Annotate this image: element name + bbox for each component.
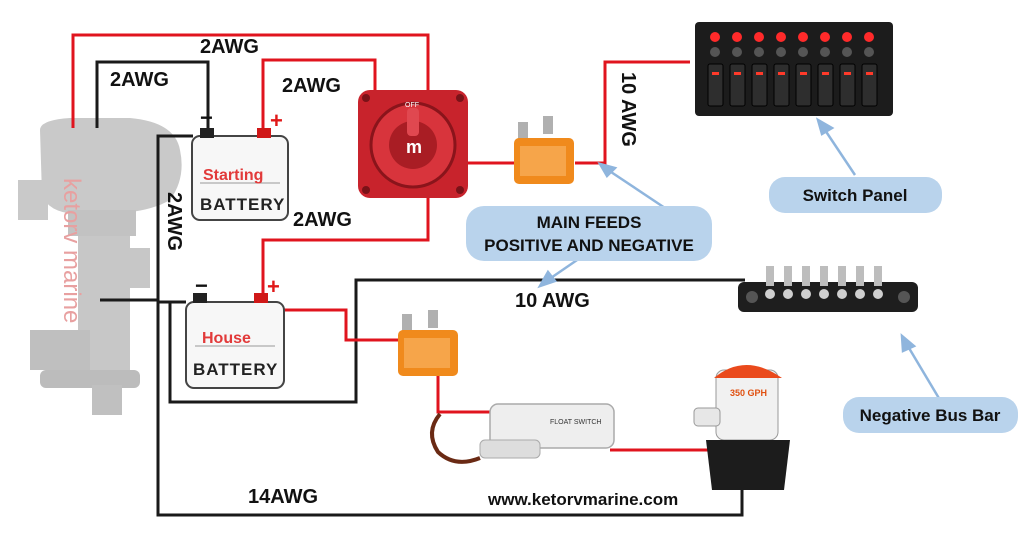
- website-url: www.ketorvmarine.com: [487, 490, 678, 509]
- panel-breaker-icon: [732, 47, 742, 57]
- panel-breaker-icon: [798, 47, 808, 57]
- panel-rocker-switch: [773, 63, 790, 107]
- house-battery: − + House BATTERY: [185, 273, 285, 389]
- bus-stud-icon: [784, 266, 792, 286]
- panel-led-icon: [864, 32, 874, 42]
- float-switch-icon: FLOAT SWITCH: [430, 403, 615, 464]
- house-neg-symbol: −: [195, 273, 208, 298]
- panel-rocker-indicator: [756, 72, 763, 75]
- panel-rocker-switch: [861, 63, 878, 107]
- panel-led-icon: [732, 32, 742, 42]
- fuse-main-icon: [514, 116, 574, 184]
- callout-switch-panel: Switch Panel: [769, 177, 942, 213]
- switch-center-letter: m: [406, 137, 422, 157]
- bus-screw-icon: [765, 289, 775, 299]
- bus-screw-icon: [819, 289, 829, 299]
- panel-breaker-icon: [754, 47, 764, 57]
- callout-negative-bus: Negative Bus Bar: [843, 397, 1018, 433]
- neg-wire-bottom-run: [156, 302, 744, 517]
- house-pos-symbol: +: [267, 274, 280, 299]
- pos-wire-fuse-to-pump: [436, 370, 490, 414]
- starting-battery-name: Starting: [203, 167, 263, 184]
- negative-bus-bar-icon: [738, 266, 918, 312]
- panel-led-icon: [798, 32, 808, 42]
- neg-wire-house-loop: [168, 278, 745, 404]
- pos-wire-fuse-to-panel: [575, 60, 690, 165]
- panel-led-icon: [776, 32, 786, 42]
- bus-stud-icon: [838, 266, 846, 286]
- bus-stud-icon: [874, 266, 882, 286]
- panel-rocker-indicator: [778, 72, 785, 75]
- label-wire-left-top: 2AWG: [110, 69, 169, 91]
- bus-stud-icon: [856, 266, 864, 286]
- panel-rocker-indicator: [734, 72, 741, 75]
- panel-rocker-switch: [729, 63, 746, 107]
- bus-stud-icon: [766, 266, 774, 286]
- panel-rocker-indicator: [822, 72, 829, 75]
- label-wire-vertical: 2AWG: [163, 192, 185, 251]
- panel-rocker-switch: [751, 63, 768, 107]
- label-wire-switch-panel: 10 AWG: [617, 72, 639, 147]
- callout-switch-panel-text: Switch Panel: [803, 186, 908, 205]
- negative-wires: [95, 60, 745, 517]
- panel-breaker-icon: [864, 47, 874, 57]
- panel-breaker-icon: [842, 47, 852, 57]
- callout-main-feeds-line1: MAIN FEEDS: [537, 213, 642, 232]
- label-wire-top: 2AWG: [200, 36, 259, 58]
- watermark-text: ketorv marine: [58, 178, 85, 323]
- bus-screw-icon: [801, 289, 811, 299]
- starting-battery: − + Starting BATTERY: [191, 105, 289, 221]
- starting-neg-symbol: −: [200, 105, 213, 130]
- panel-led-icon: [710, 32, 720, 42]
- panel-led-icon: [820, 32, 830, 42]
- callout-negative-bus-text: Negative Bus Bar: [860, 406, 1001, 425]
- label-wire-negative-bus: 10 AWG: [515, 290, 590, 312]
- panel-rocker-indicator: [844, 72, 851, 75]
- pos-wire-house-to-fuse: [262, 308, 405, 342]
- panel-breaker-icon: [820, 47, 830, 57]
- label-wire-switch-to-house: 2AWG: [293, 209, 352, 231]
- bus-screw-icon: [855, 289, 865, 299]
- bus-stud-icon: [802, 266, 810, 286]
- callout-arrows: [537, 117, 942, 401]
- panel-breaker-icon: [776, 47, 786, 57]
- bilge-pump-icon: 350 GPH: [693, 365, 790, 490]
- bus-screw-icon: [873, 289, 883, 299]
- fuse-house-icon: [398, 310, 458, 376]
- panel-breaker-icon: [710, 47, 720, 57]
- starting-battery-word: BATTERY: [200, 195, 285, 214]
- starting-pos-symbol: +: [270, 108, 283, 133]
- panel-led-icon: [842, 32, 852, 42]
- panel-led-icon: [754, 32, 764, 42]
- panel-rocker-switch: [707, 63, 724, 107]
- panel-rocker-indicator: [712, 72, 719, 75]
- label-wire-bottom: 14AWG: [248, 486, 318, 508]
- pump-gph-label: 350 GPH: [730, 388, 767, 398]
- switch-off-label: OFF: [405, 102, 419, 109]
- panel-rocker-indicator: [866, 72, 873, 75]
- bus-screw-icon: [837, 289, 847, 299]
- pos-wire-starting-to-switch: [261, 58, 377, 137]
- panel-rocker-switch: [795, 63, 812, 107]
- panel-rocker-switch: [839, 63, 856, 107]
- neg-wire-motor-to-starting: [95, 60, 210, 136]
- callout-main-feeds-line2: POSITIVE AND NEGATIVE: [484, 236, 694, 255]
- battery-switch: OFF m: [358, 90, 468, 198]
- outboard-motor-icon: [18, 118, 182, 415]
- panel-rocker-switch: [817, 63, 834, 107]
- float-switch-label: FLOAT SWITCH: [550, 419, 601, 426]
- pos-wire-motor-to-switch: [71, 33, 430, 128]
- label-wire-batt-to-switch: 2AWG: [282, 75, 341, 97]
- bus-screw-icon: [783, 289, 793, 299]
- switch-panel-icon: [695, 22, 893, 116]
- house-battery-word: BATTERY: [193, 360, 278, 379]
- positive-wires: [71, 33, 715, 452]
- bus-stud-icon: [820, 266, 828, 286]
- pos-wire-switch-to-house: [261, 192, 430, 302]
- house-battery-name: House: [202, 330, 251, 347]
- panel-rocker-indicator: [800, 72, 807, 75]
- callout-main-feeds: MAIN FEEDS POSITIVE AND NEGATIVE: [466, 206, 712, 261]
